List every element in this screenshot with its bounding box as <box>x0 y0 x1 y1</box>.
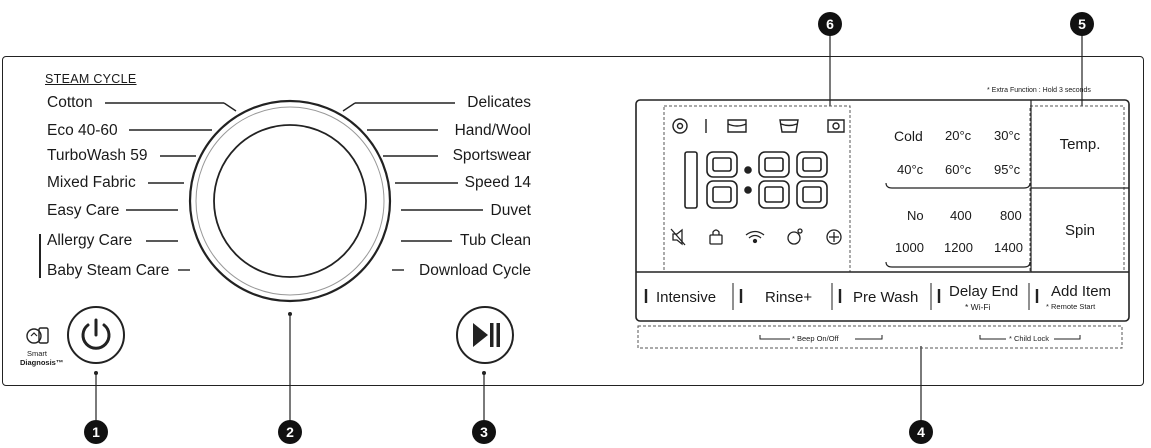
intensive-button[interactable]: Intensive <box>650 280 732 312</box>
time-display <box>677 148 832 217</box>
power-button-dot <box>94 371 98 375</box>
wifi-sublabel: * Wi-Fi <box>965 302 991 312</box>
start-pause-button[interactable] <box>456 306 514 364</box>
power-button[interactable] <box>67 306 125 364</box>
program-label-speed-14: Speed 14 <box>464 174 531 191</box>
wifi-icon <box>745 230 765 244</box>
program-label-allergy-care: Allergy Care <box>47 232 133 249</box>
temp-button[interactable]: Temp. <box>1032 101 1128 188</box>
program-label-turbowash-59: TurboWash 59 <box>47 147 148 164</box>
program-label-tub-clean: Tub Clean <box>460 232 531 249</box>
program-label-eco-40-60: Eco 40-60 <box>47 122 118 139</box>
play-pause-icon <box>473 323 500 347</box>
remote-icon <box>672 118 688 134</box>
extra-function-note: * Extra Function : Hold 3 seconds <box>987 87 1091 94</box>
steam-group-bracket <box>39 234 41 278</box>
child-lock-icon <box>709 229 723 245</box>
program-label-cotton: Cotton <box>47 94 93 111</box>
intensive-label: Intensive <box>656 289 717 306</box>
prewash-icon <box>727 119 747 133</box>
left-leader-lines <box>105 102 237 271</box>
delay-end-button[interactable]: Delay End * Wi-Fi <box>943 280 1028 314</box>
remote-start-sublabel: * Remote Start <box>1046 302 1096 311</box>
spin-option-1200: 1200 <box>944 240 973 255</box>
display-status-icons-bottom <box>668 226 848 253</box>
temp-option-95: 95°c <box>994 162 1021 177</box>
program-label-easy-care: Easy Care <box>47 202 120 219</box>
spin-option-1400: 1400 <box>994 240 1023 255</box>
spin-option-no: No <box>907 208 924 223</box>
beep-off-icon <box>670 228 686 246</box>
temp-option-30: 30°c <box>994 128 1021 143</box>
program-label-hand-wool: Hand/Wool <box>454 122 531 139</box>
callout-1: 1 <box>84 420 108 444</box>
add-item-label: Add Item <box>1051 283 1112 300</box>
callout-3: 3 <box>472 420 496 444</box>
program-label-baby-steam-care: Baby Steam Care <box>47 262 170 279</box>
program-dial-inner <box>213 124 367 278</box>
rinse-plus-button[interactable]: Rinse+ <box>745 280 831 312</box>
spin-option-1000: 1000 <box>895 240 924 255</box>
spin-button[interactable]: Spin <box>1032 189 1128 272</box>
temp-option-20: 20°c <box>945 128 972 143</box>
add-item-button[interactable]: Add Item * Remote Start <box>1041 280 1127 314</box>
temp-option-60: 60°c <box>945 162 972 177</box>
callout-5: 5 <box>1070 12 1094 36</box>
start-pause-dot <box>482 371 486 375</box>
program-label-sportswear: Sportswear <box>452 147 531 164</box>
display-status-icons-top <box>668 115 848 142</box>
steam-icon <box>826 229 842 245</box>
callout-4: 4 <box>909 420 933 444</box>
smart-diagnosis-icon <box>25 325 51 352</box>
temp-button-label: Temp. <box>1059 136 1101 153</box>
spin-dry-icon <box>827 119 845 133</box>
spin-option-800: 800 <box>1000 208 1022 223</box>
spin-option-400: 400 <box>950 208 972 223</box>
options-dashed-box <box>637 325 1123 349</box>
program-label-download-cycle: Download Cycle <box>419 262 531 279</box>
power-icon <box>81 318 111 350</box>
pre-wash-label: Pre Wash <box>853 289 919 306</box>
child-lock-note: * Child Lock <box>1009 334 1050 343</box>
program-label-mixed-fabric: Mixed Fabric <box>47 174 136 191</box>
control-panel <box>2 56 1144 386</box>
smart-diagnosis-label-1: Smart <box>27 349 48 358</box>
temp-option-40: 40°c <box>897 162 924 177</box>
right-leader-lines <box>342 102 483 271</box>
smart-diagnosis-label-2: Diagnosis™ <box>20 358 64 367</box>
rinse-plus-label: Rinse+ <box>765 289 813 306</box>
wash-icon <box>779 119 799 133</box>
program-label-delicates: Delicates <box>467 94 531 111</box>
display-panel-frame <box>635 99 1130 322</box>
temp-option-cold: Cold <box>894 128 923 144</box>
spin-button-label: Spin <box>1064 222 1096 239</box>
delay-end-label: Delay End <box>949 283 1019 300</box>
callout-2: 2 <box>278 420 302 444</box>
steam-cycle-heading: STEAM CYCLE <box>45 72 137 86</box>
program-label-duvet: Duvet <box>490 202 532 219</box>
tub-clean-icon <box>787 228 803 245</box>
pre-wash-button[interactable]: Pre Wash <box>844 280 930 312</box>
beep-on-off-note: * Beep On/Off <box>792 334 839 343</box>
callout-6: 6 <box>818 12 842 36</box>
